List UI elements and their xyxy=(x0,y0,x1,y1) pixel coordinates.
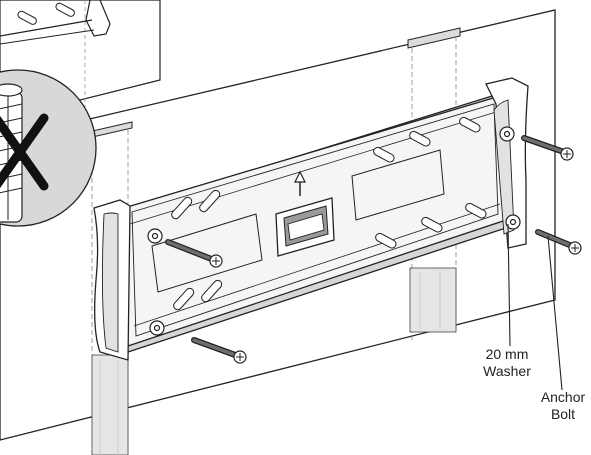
washer-callout-label: 20 mm Washer xyxy=(470,346,544,380)
up-arrow-icon xyxy=(294,170,306,196)
callout-leaders xyxy=(507,223,563,391)
anchor-bolts xyxy=(165,135,582,364)
anchor-bolt xyxy=(521,135,574,161)
anchor-bolt xyxy=(535,229,582,255)
anchor-bolt xyxy=(191,337,247,364)
washer-callout-line1: 20 mm xyxy=(485,346,529,362)
washer xyxy=(147,228,163,244)
left-end-bracket xyxy=(93,199,131,361)
washer xyxy=(505,214,521,230)
anchor-bolt-leader xyxy=(547,235,563,391)
anchor-bolt-callout-line1: Anchor xyxy=(540,389,586,405)
washer-callout-line2: Washer xyxy=(483,363,531,379)
center-latch xyxy=(275,197,335,257)
partial-bracket-corner xyxy=(0,0,111,45)
anchor-bolt-callout-line2: Bolt xyxy=(550,406,576,422)
drywall-anchor-crossed-out-icon xyxy=(0,69,97,227)
wall-studs xyxy=(87,27,461,455)
anchor-bolt-callout-label: Anchor Bolt xyxy=(532,389,591,423)
washer xyxy=(499,126,515,142)
washers xyxy=(147,126,521,336)
washer-leader xyxy=(507,223,511,347)
anchor-bolt xyxy=(165,239,223,268)
washer xyxy=(149,320,165,336)
mounting-slots xyxy=(171,116,487,311)
